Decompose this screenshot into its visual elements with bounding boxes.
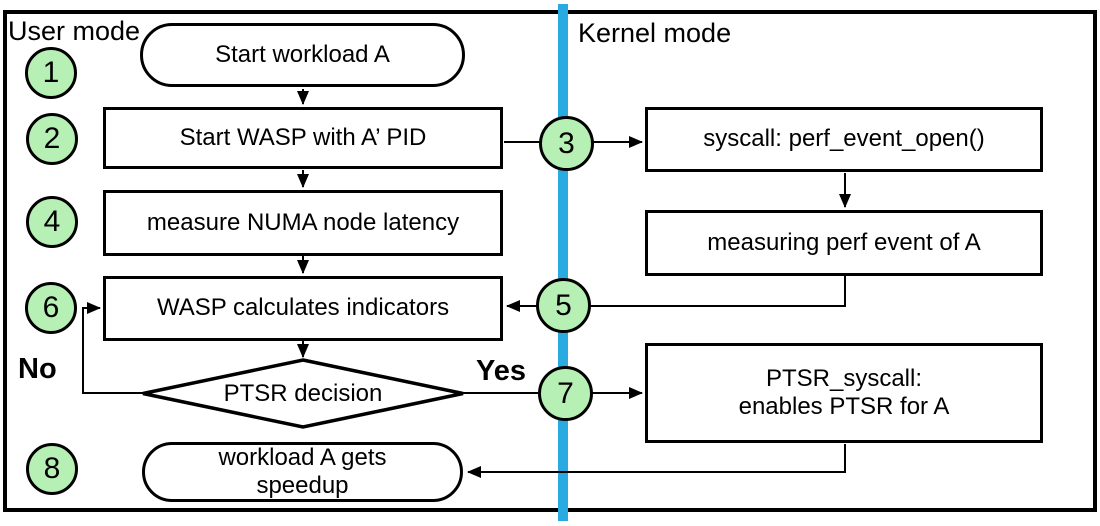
node-label: measure NUMA node latency: [146, 208, 460, 236]
node-label: measuring perf event of A: [707, 228, 981, 256]
step-circle-8: 8: [26, 443, 78, 495]
step-circle-1: 1: [25, 47, 77, 99]
node-start-workload: Start workload A: [140, 23, 465, 87]
arrow-decision-no-loop: [82, 302, 143, 394]
branch-label-no: No: [18, 353, 57, 385]
node-label: Start workload A: [215, 40, 390, 68]
node-label: syscall: perf_event_open(): [703, 125, 985, 153]
region-label-kernel-mode: Kernel mode: [578, 18, 732, 48]
node-measure-numa: measure NUMA node latency: [103, 190, 503, 256]
node-label: WASP calculates indicators: [156, 294, 450, 322]
step-circle-7: 7: [538, 366, 593, 421]
decision-diamond-shape: [142, 358, 464, 429]
node-label: PTSR_syscall: enables PTSR for A: [738, 364, 950, 420]
node-ptsr-syscall: PTSR_syscall: enables PTSR for A: [645, 343, 1043, 443]
arrow-ptsr-to-speedup: [467, 444, 846, 478]
step-circle-6: 6: [25, 282, 77, 334]
step-circle-3: 3: [539, 116, 594, 171]
node-start-wasp: Start WASP with A’ PID: [103, 107, 503, 169]
step-circle-5: 5: [536, 278, 591, 333]
node-wasp-indicators: WASP calculates indicators: [103, 276, 503, 341]
node-label: Start WASP with A’ PID: [179, 123, 427, 151]
user-kernel-divider-line: [558, 4, 568, 521]
step-circle-2: 2: [26, 113, 78, 165]
node-measuring-perf: measuring perf event of A: [645, 210, 1043, 276]
node-syscall-open: syscall: perf_event_open(): [645, 107, 1043, 172]
region-label-user-mode: User mode: [8, 16, 141, 46]
node-label: workload A gets speedup: [218, 443, 387, 499]
step-circle-4: 4: [26, 196, 78, 248]
diagram-border: [3, 10, 1097, 512]
branch-label-yes: Yes: [476, 355, 526, 387]
arrow-measuring-to-indicators: [506, 276, 846, 312]
node-workload-speedup: workload A gets speedup: [142, 442, 463, 502]
